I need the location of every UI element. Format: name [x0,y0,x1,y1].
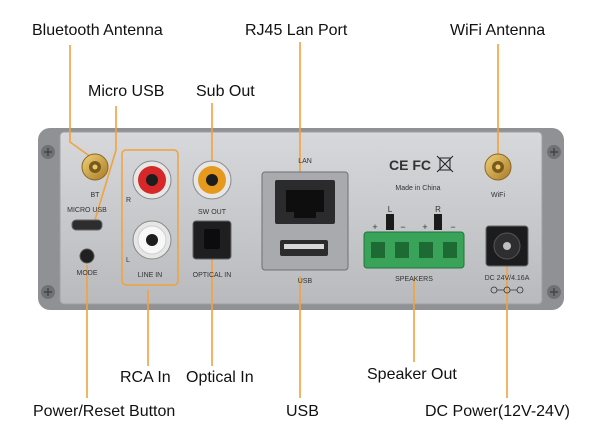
screw-bottom-left [41,285,55,299]
tab-l [386,214,394,230]
callout-optical-in: Optical In [186,369,254,386]
screw-bottom-right [547,285,561,299]
line-in-highlight-box [121,149,179,286]
label-made-in: Made in China [395,185,440,192]
label-optical-in: OPTICAL IN [193,272,232,279]
label-minus-1: − [400,222,405,232]
usb-port [280,240,328,256]
micro-usb-port [71,219,103,231]
callout-line-bluetooth [69,45,96,161]
label-micro-usb: MICRO USB [67,207,107,214]
rca-left-white-jack [132,220,172,260]
label-spk-r: R [435,205,441,214]
bluetooth-antenna-connector [81,153,109,181]
callout-rca-in: RCA In [120,369,171,386]
label-minus-2: − [450,222,455,232]
sub-out-jack [192,160,232,200]
label-sw-out: SW OUT [198,209,227,216]
screw-top-right [547,145,561,159]
label-rca-l: L [126,257,130,264]
label-plus-1: + [372,222,377,232]
label-bt: BT [91,192,101,199]
mode-button [79,248,95,264]
label-lan: LAN [298,158,312,165]
wifi-antenna-connector [484,153,512,181]
weee-bin-icon [436,155,454,173]
label-plus-2: + [422,222,427,232]
speaker-terminal-block [363,231,465,269]
callout-wifi-antenna: WiFi Antenna [450,22,546,39]
callout-line-micro-usb [91,106,117,231]
label-dc-rating: DC 24V/4.16A [485,275,530,282]
label-line-in: LINE IN [138,272,163,279]
rj45-lan-port [275,180,335,224]
callout-bluetooth-antenna: Bluetooth Antenna [32,22,163,39]
callout-power-reset-button: Power/Reset Button [33,403,176,420]
dc-power-jack [485,225,529,267]
callout-lines [69,42,508,398]
callout-sub-out: Sub Out [196,83,255,100]
label-wifi: WiFi [491,192,505,199]
label-mode: MODE [77,270,98,277]
label-usb-panel: USB [298,278,313,285]
screw-top-left [41,145,55,159]
callout-rj45-lan-port: RJ45 Lan Port [245,22,348,39]
callout-speaker-out: Speaker Out [367,366,457,383]
label-speakers: SPEAKERS [395,276,433,283]
label-spk-l: L [388,205,393,214]
callout-dc-power: DC Power(12V-24V) [425,403,570,420]
label-rca-r: R [126,197,131,204]
callout-micro-usb: Micro USB [88,83,165,100]
rca-right-red-jack [132,160,172,200]
callout-usb: USB [286,403,319,420]
dc-polarity-icon [490,286,524,294]
optical-in-port [192,220,232,260]
cert-marks: CE FC [389,157,431,173]
tab-r [434,214,442,230]
